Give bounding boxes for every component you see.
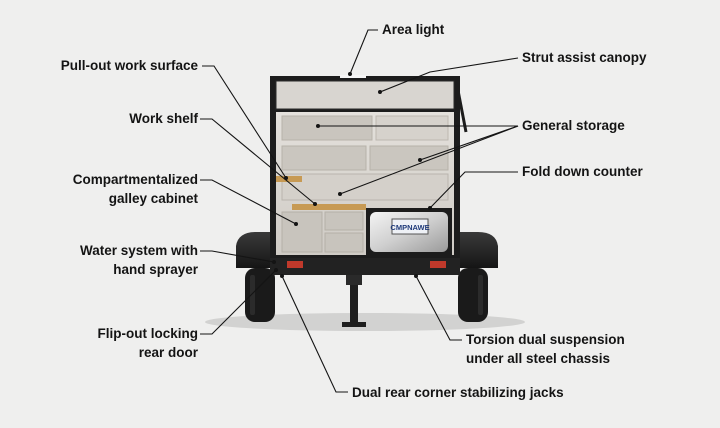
dot-storage-1 [316,124,320,128]
label-jacks-text: Dual rear corner stabilizing jacks [352,385,564,400]
label-fold-counter-text: Fold down counter [522,164,643,179]
leader-work-shelf [200,118,316,205]
label-work-shelf-text: Work shelf [129,111,198,126]
middle-right-cubby [369,145,449,171]
leader-galley [200,179,297,225]
rear-bumper [270,255,460,275]
dot-storage-3 [338,192,342,196]
label-stabilizing-jacks: Dual rear corner stabilizing jacks [352,383,564,402]
label-torsion-suspension: Torsion dual suspension under all steel … [466,330,625,368]
dot-area-light [348,72,352,76]
dot-torsion [414,274,418,278]
jack-post [350,282,358,324]
label-door-line1: Flip-out locking [97,326,199,341]
leader-dots [272,72,432,278]
left-tire-tread [250,275,255,315]
label-galley-line2: galley cabinet [108,191,198,206]
dot-pullout [284,176,288,180]
label-water-line2: hand sprayer [113,262,198,277]
pullout-work-surface [276,176,302,182]
right-tail-light [430,261,446,268]
label-strut-canopy-text: Strut assist canopy [522,50,647,65]
label-door-line2: rear door [138,345,198,360]
jack-foot [342,322,366,327]
dot-jacks [280,274,284,278]
middle-left-cubby [281,145,367,171]
dot-storage-2 [418,158,422,162]
galley-mid-top [324,211,364,231]
license-plate [391,218,429,235]
label-rear-door: Flip-out locking rear door [20,324,199,362]
label-water-line1: Water system with [79,243,198,258]
right-fender [458,232,498,268]
leader-lines [200,29,519,393]
right-tire [458,268,488,322]
canopy-panel [275,80,455,110]
dot-fold-counter [428,206,432,210]
leader-area-light [349,29,378,75]
top-compartment-right [375,115,449,141]
left-tail-light [287,261,303,268]
leader-strut-canopy [379,57,519,93]
leader-rear-door [200,269,277,335]
label-strut-canopy: Strut assist canopy [522,48,647,67]
top-compartment [281,115,373,141]
area-light [340,75,366,78]
label-pullout-surface-text: Pull-out work surface [60,58,198,73]
counter-row [281,173,449,201]
jack-mount [346,275,362,285]
label-area-light: Area light [382,20,444,39]
dot-rear-door [274,268,278,272]
leader-pullout-surface [202,65,287,179]
label-general-storage-text: General storage [522,118,625,133]
plate-text: CMPNAWE [390,223,429,232]
dot-galley [294,222,298,226]
leader-fold-counter [429,171,518,209]
label-general-storage: General storage [522,116,625,135]
label-work-shelf: Work shelf [20,109,198,128]
dot-water [272,260,276,264]
leader-water [200,250,275,263]
label-area-light-text: Area light [382,22,445,37]
work-shelf [292,204,366,210]
strut [454,79,468,133]
leader-torsion [415,275,462,341]
galley-mid-bottom [324,232,364,253]
label-galley-cabinet: Compartmentalized galley cabinet [20,170,198,208]
leader-general-storage-3 [339,125,519,195]
label-pullout-surface: Pull-out work surface [20,56,198,75]
left-fender [236,232,276,268]
right-tire-tread [478,275,483,315]
label-galley-line1: Compartmentalized [72,172,198,187]
dot-canopy [378,90,382,94]
galley-left [281,211,323,253]
label-torsion-line2: under all steel chassis [466,351,611,366]
leader-jacks [281,275,348,393]
dot-work-shelf [313,202,317,206]
label-fold-counter: Fold down counter [522,162,643,181]
label-torsion-line1: Torsion dual suspension [466,332,625,347]
label-water-system: Water system with hand sprayer [20,241,198,279]
